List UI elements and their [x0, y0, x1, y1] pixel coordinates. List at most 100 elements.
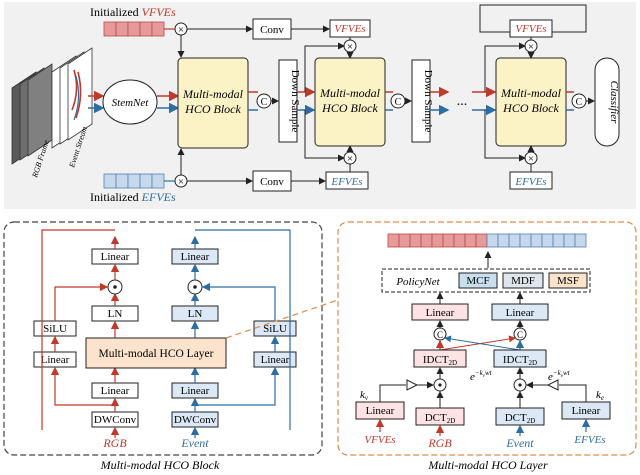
init-vfve-stack [103, 21, 165, 37]
svg-text:Linear: Linear [101, 251, 130, 263]
svg-text:C: C [517, 330, 523, 340]
hco-block-1-line1: Multi-modal [182, 87, 244, 101]
svg-text:DWConv: DWConv [174, 414, 217, 426]
mdf-label: MDF [511, 275, 535, 287]
stemnet-node [102, 79, 158, 125]
svg-text:Linear: Linear [261, 354, 290, 366]
classifier-node [594, 57, 620, 147]
mdf-box [502, 272, 544, 289]
svg-text:C: C [261, 97, 268, 108]
ke-label: ke [596, 389, 604, 402]
layer-hadamard-rgb [433, 378, 447, 392]
init-efve-stack [103, 173, 165, 189]
vfves-label-1: VFVEs [334, 23, 365, 35]
svg-text:Linear: Linear [181, 251, 210, 263]
svg-text:×: × [178, 176, 184, 188]
svg-text:×: × [528, 153, 534, 165]
stemnet-label: StemNet [112, 97, 150, 109]
svg-text:C: C [395, 97, 402, 108]
svg-text:LN: LN [188, 308, 203, 320]
layer-hadamard-event [513, 378, 527, 392]
layer-concat-event: C [513, 327, 527, 341]
skip-top-2 [304, 42, 345, 92]
svg-text:Linear: Linear [41, 354, 70, 366]
svg-text:Linear: Linear [101, 385, 130, 397]
down-sample-1 [278, 59, 298, 143]
block-rgb-label: RGB [102, 436, 127, 450]
idct-rgb-label: IDCT2D [423, 354, 457, 367]
conv-top-label: Conv [260, 24, 284, 36]
svg-text:C: C [576, 97, 583, 108]
hco-block-1 [177, 57, 249, 149]
init-efve-label: Initialized EFVEs [90, 190, 176, 204]
hco-block-2-line2: HCO Block [321, 101, 378, 115]
layer-linear-efve-label: Linear [572, 405, 601, 417]
hco-layer-detail-frame [337, 221, 637, 456]
skip-bottom-2 [304, 110, 345, 162]
down-sample-2 [411, 59, 431, 143]
efves-label-1: EFVEs [330, 176, 362, 188]
svg-text:×: × [347, 41, 353, 53]
concat-node-1: C [256, 93, 272, 109]
hadamard-node-event [187, 279, 203, 295]
kv-gate [406, 379, 419, 391]
down-sample-2-label: Down Sample [422, 70, 434, 133]
mcf-label: MCF [466, 275, 489, 287]
dct-rgb-label: DCT2D [425, 412, 456, 425]
rgb-event-input-stack [11, 47, 93, 165]
hco-block-detail-frame [3, 221, 323, 456]
down-sample-1-label: Down Sample [289, 70, 301, 133]
layer-linear-vfve-label: Linear [366, 405, 395, 417]
output-token-strip [387, 233, 587, 248]
svg-text:DWConv: DWConv [94, 414, 137, 426]
hco-block-caption: Multi-modal HCO Block [100, 458, 220, 472]
ke-gate [546, 379, 559, 391]
ellipsis: ... [457, 94, 468, 109]
concat-node-3: C [571, 93, 587, 109]
concat-node-2: C [390, 93, 406, 109]
svg-text:Linear: Linear [181, 385, 210, 397]
vfves-label-2: VFVEs [515, 23, 546, 35]
efves-label-2: EFVEs [514, 176, 546, 188]
svg-text:×: × [528, 41, 534, 53]
kv-label: kv [360, 389, 369, 402]
msf-box [548, 272, 588, 289]
dct-event-label: DCT2D [505, 412, 536, 425]
msf-label: MSF [557, 275, 579, 287]
decay-rgb-label: e−kvwt [470, 369, 493, 383]
hco-block-3-line2: HCO Block [502, 101, 559, 115]
event-column: DWConv Linear LN Linear Linear SiLU [171, 248, 297, 428]
conv-bottom-label: Conv [260, 176, 284, 188]
svg-text:C: C [437, 330, 443, 340]
layer-vfves-label: VFVEs [364, 434, 395, 446]
layer-linear-event-top-label: Linear [506, 307, 535, 319]
policynet-label: PolicyNet [395, 276, 440, 288]
svg-text:×: × [178, 24, 184, 36]
decay-event-label: e−kewt [548, 369, 571, 383]
svg-text:×: × [347, 153, 353, 165]
efves-box-2 [509, 171, 553, 190]
layer-event-label: Event [505, 436, 534, 450]
block-event-label: Event [180, 436, 209, 450]
hco-block-2 [314, 57, 386, 147]
svg-text:LN: LN [108, 308, 123, 320]
hco-layer-box [85, 337, 227, 369]
hco-layer-caption: Multi-modal HCO Layer [427, 458, 548, 472]
layer-rgb-label: RGB [427, 436, 452, 450]
idct-event-label: IDCT2D [503, 354, 537, 367]
hco-block-2-line1: Multi-modal [319, 86, 381, 100]
layer-linear-rgb-top-label: Linear [426, 307, 455, 319]
mcf-box [458, 272, 498, 289]
hco-block-3-line1: Multi-modal [500, 86, 562, 100]
efves-box-1 [325, 171, 369, 190]
svg-text:SiLU: SiLU [43, 323, 67, 335]
svg-text:SiLU: SiLU [263, 323, 287, 335]
hco-layer-box-label: Multi-modal HCO Layer [99, 348, 214, 360]
classifier-label: Classifier [608, 81, 620, 125]
init-vfve-label: Initialized VFVEs [90, 5, 176, 19]
layer-efves-label: EFVEs [573, 434, 605, 446]
hadamard-node-rgb [107, 279, 123, 295]
hco-block-1-line2: HCO Block [184, 102, 241, 116]
layer-concat-rgb: C [433, 327, 447, 341]
